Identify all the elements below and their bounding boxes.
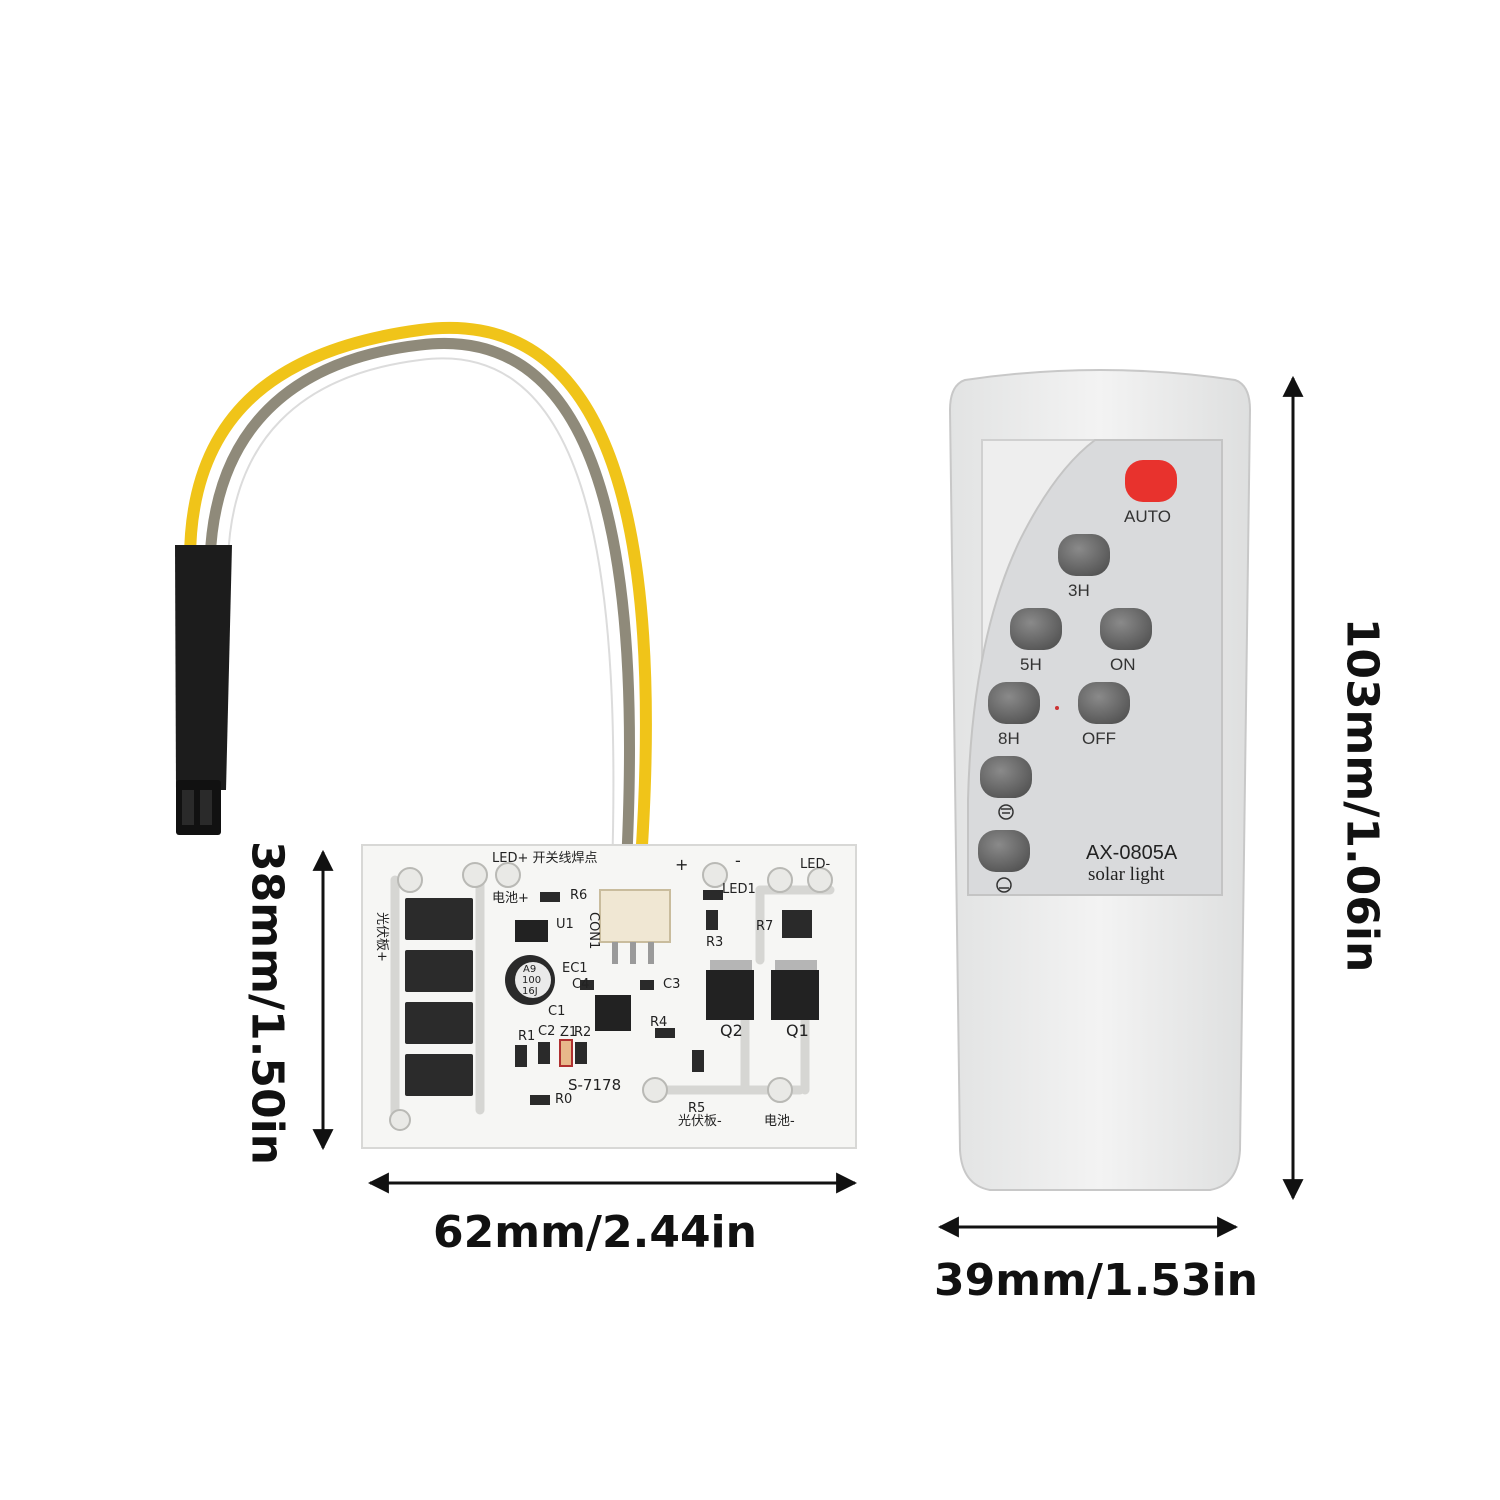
- r3-label: R3: [706, 935, 723, 950]
- cap-text-2: 100: [522, 975, 541, 986]
- r2-label: R2: [574, 1025, 591, 1040]
- auto-label: AUTO: [1124, 507, 1171, 526]
- battery-plus-label: 电池+: [492, 891, 529, 906]
- board-code: S-7178: [568, 1076, 621, 1094]
- off-button[interactable]: [1078, 682, 1130, 724]
- 8h-label: 8H: [998, 729, 1020, 748]
- brightness-up-button[interactable]: [980, 756, 1032, 798]
- pv-plus-label: 光伏板+: [374, 912, 389, 962]
- auto-button[interactable]: [1125, 460, 1177, 502]
- 8h-button[interactable]: [988, 682, 1040, 724]
- minus-label: -: [735, 851, 741, 870]
- c3-label: C3: [663, 977, 680, 992]
- 5h-label: 5H: [1020, 655, 1042, 674]
- switch-pad-label: LED+ 开关线焊点: [492, 850, 598, 866]
- c1-label: C1: [548, 1004, 565, 1019]
- pcb-board: LED+ 开关线焊点 电池+ 光伏板+ 光伏板- 电池- LED- + - CO…: [361, 844, 857, 1149]
- 3h-button[interactable]: [1058, 534, 1110, 576]
- r1-label: R1: [518, 1029, 535, 1044]
- brightness-down-icon: [996, 877, 1012, 893]
- board-width-label: 62mm/2.44in: [433, 1207, 757, 1258]
- ec1-label: EC1: [562, 961, 588, 976]
- r7-label: R7: [756, 919, 773, 934]
- board-height-label: 38mm/1.50in: [241, 841, 293, 1165]
- remote-control: [948, 369, 1252, 1191]
- brightness-up-icon: [998, 804, 1014, 820]
- plus-label: +: [675, 855, 688, 874]
- 3h-label: 3H: [1068, 581, 1090, 600]
- led-minus-label: LED-: [800, 857, 830, 872]
- off-label: OFF: [1082, 729, 1116, 748]
- electrolytic-capacitor: [505, 955, 555, 1005]
- led1-label: LED1: [722, 882, 756, 897]
- q2-label: Q2: [720, 1021, 743, 1040]
- wire-harness: [184, 322, 652, 881]
- mosfet-q1: [771, 960, 819, 1020]
- model-label: AX-0805A: [1086, 842, 1178, 864]
- remote-width-label: 39mm/1.53in: [934, 1255, 1258, 1306]
- wire-connector: [599, 889, 671, 964]
- subtitle-label: solar light: [1088, 864, 1165, 885]
- z1-label: Z1: [560, 1025, 577, 1040]
- cap-text-3: 16J: [522, 986, 538, 997]
- c2-label: C2: [538, 1024, 555, 1039]
- con-label: CON1: [586, 912, 601, 949]
- r5-label: R5: [688, 1101, 705, 1116]
- r6-label: R6: [570, 888, 587, 903]
- 5h-button[interactable]: [1010, 608, 1062, 650]
- r4-label: R4: [650, 1015, 667, 1030]
- mosfet-q2: [706, 960, 754, 1020]
- on-label: ON: [1110, 655, 1136, 674]
- heat-shrink-tube: [175, 545, 232, 835]
- diode-array: [405, 898, 473, 1096]
- brightness-down-button[interactable]: [978, 830, 1030, 872]
- r0-label: R0: [555, 1092, 572, 1107]
- c4-label: C4: [572, 977, 589, 992]
- battery-minus-label: 电池-: [764, 1114, 795, 1129]
- q1-label: Q1: [786, 1021, 809, 1040]
- remote-height-label: 103mm/1.06in: [1336, 617, 1388, 973]
- on-button[interactable]: [1100, 608, 1152, 650]
- pv-minus-label: 光伏板-: [678, 1114, 722, 1129]
- u1-label: U1: [556, 917, 574, 932]
- cap-text-1: A9: [523, 964, 536, 975]
